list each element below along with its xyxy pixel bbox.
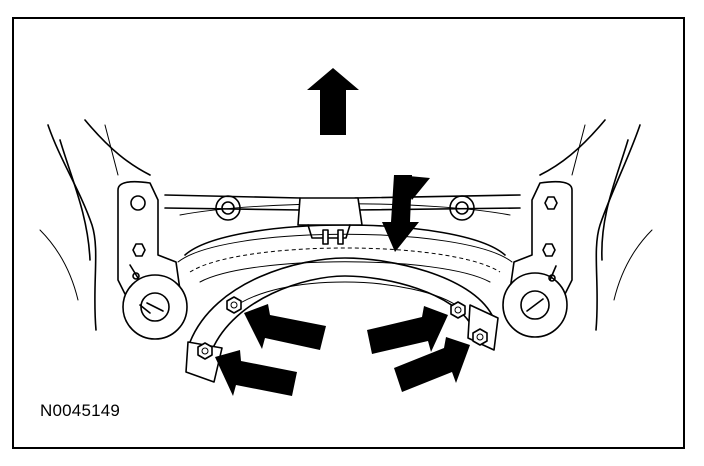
band-callout-arrow [382, 175, 430, 252]
housing-outline [39, 119, 653, 331]
up-direction-arrow [307, 68, 359, 135]
hex-bolt-left-upper [226, 296, 242, 314]
bolt-callout-arrow-right-lower [394, 337, 470, 392]
bolt-callout-arrow-right-upper [367, 306, 448, 354]
hex-bolt-right-upper [450, 301, 466, 319]
left-servo [122, 264, 188, 340]
band-bolts [197, 296, 488, 360]
center-bracket [297, 197, 363, 245]
figure-id-label: N0045149 [40, 401, 121, 420]
right-servo [502, 265, 568, 338]
bolt-callout-arrow-left-upper [244, 304, 326, 350]
hex-bolt-right-lower [472, 328, 488, 346]
hex-bolt-left-lower [197, 342, 213, 360]
drum [177, 224, 513, 283]
upper-bolts [215, 195, 475, 221]
bolt-callout-arrow-left-lower [215, 350, 297, 396]
